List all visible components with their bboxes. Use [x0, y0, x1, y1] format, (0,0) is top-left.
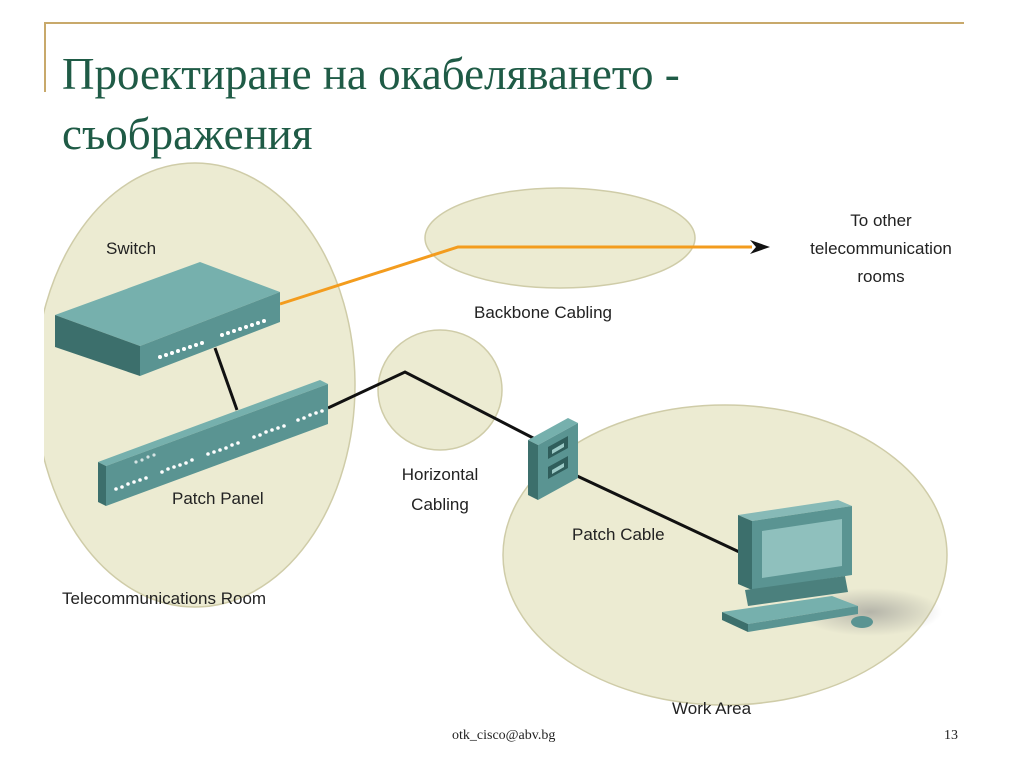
patch-cable-label: Patch Cable	[572, 525, 665, 544]
slide-title-line-1: Проектиране на окабеляването -	[62, 49, 680, 99]
footer-email: otk_cisco@abv.bg	[452, 728, 556, 743]
patch-panel-device	[98, 380, 328, 506]
computer-icon	[722, 500, 942, 636]
horizontal-line-2: Cabling	[411, 495, 469, 514]
telecom-room-label: Telecommunications Room	[62, 589, 267, 608]
horizontal-cable	[327, 370, 538, 442]
work-area-label: Work Area	[672, 699, 752, 718]
to-other-line-2: telecommunication	[810, 239, 952, 258]
horizontal-line-1: Horizontal	[401, 465, 479, 484]
patch-cable	[574, 473, 751, 559]
backbone-zone	[424, 187, 696, 289]
arrow-head-icon	[750, 240, 770, 254]
slide-title-line-2: съображения	[62, 109, 313, 159]
backbone-cabling-label: Backbone Cabling	[474, 303, 612, 322]
to-other-line-3: rooms	[857, 267, 905, 286]
horizontal-cabling-label: Horizontal Cabling	[380, 460, 500, 520]
switch-device	[55, 262, 280, 376]
switch-to-panel-cable	[213, 347, 239, 411]
page-number: 13	[944, 728, 958, 743]
patch-panel-label: Patch Panel	[172, 489, 264, 508]
title-accent-horizontal	[44, 22, 964, 24]
wall-outlet-icon	[528, 418, 578, 500]
switch-label: Switch	[106, 239, 157, 258]
to-other-line-1: To other	[850, 211, 912, 230]
to-other-rooms-label: To other telecommunication rooms	[786, 207, 976, 291]
slide-title: Проектиране на окабеляването - съображен…	[62, 44, 962, 164]
title-accent-vertical	[44, 22, 46, 92]
backbone-cable	[279, 245, 752, 306]
